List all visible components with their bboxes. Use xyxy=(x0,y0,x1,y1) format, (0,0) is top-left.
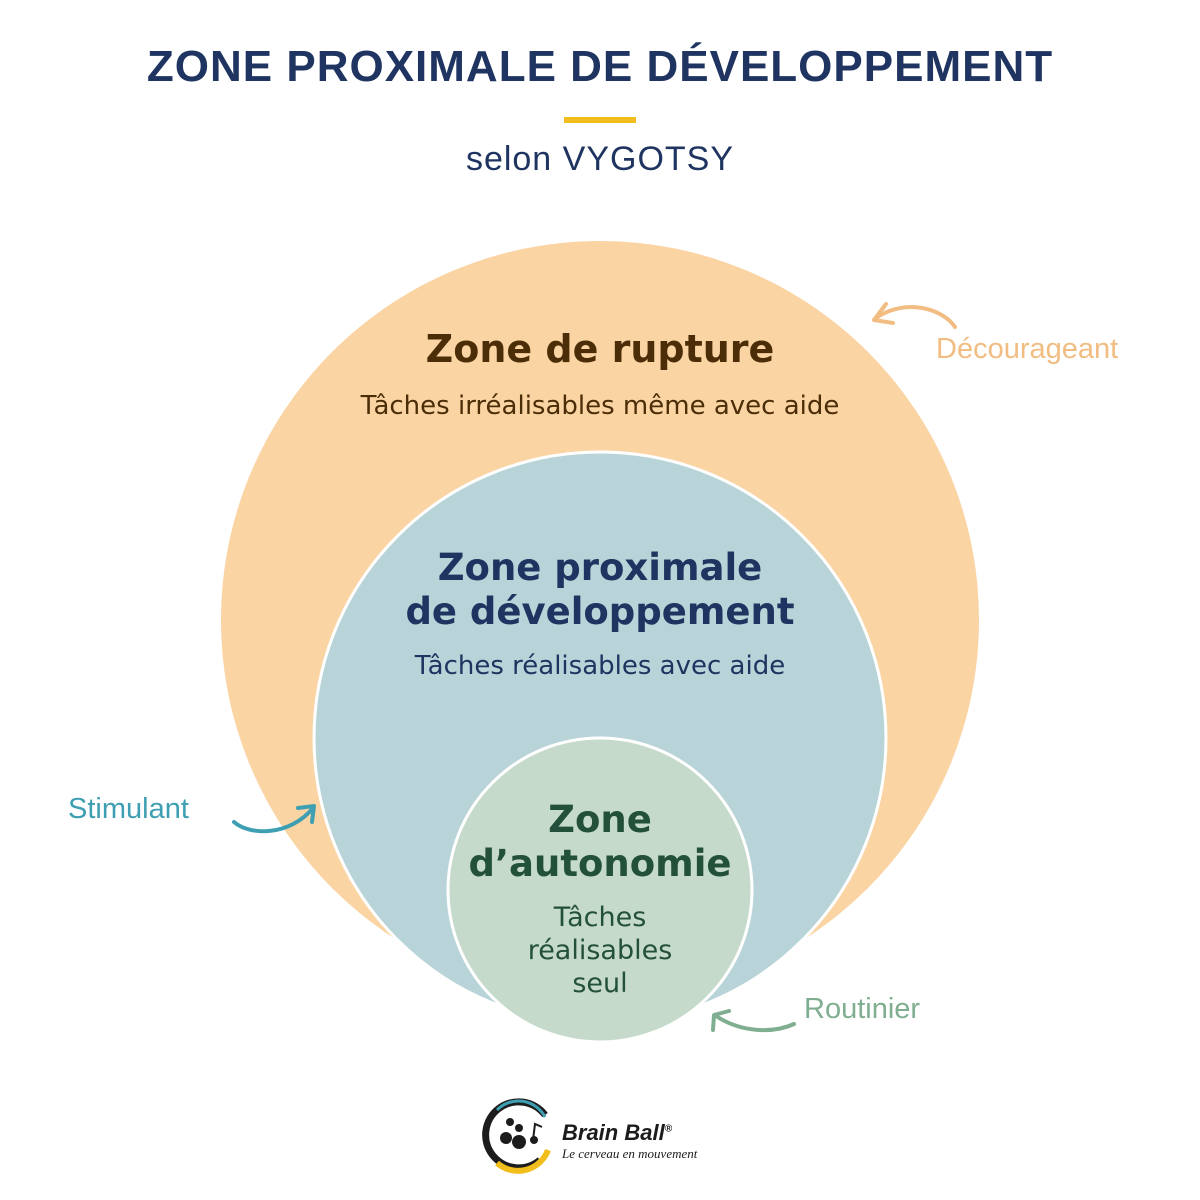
zone-autonomie-description-line3: seul xyxy=(572,967,628,999)
zone-autonomie-description-line2: réalisables xyxy=(527,934,673,966)
zone-proximale-description: Tâches réalisables avec aide xyxy=(414,651,786,681)
zone-autonomie-title-line1: Zone xyxy=(548,798,652,841)
zone-proximale-title-line1: Zone proximale xyxy=(437,546,763,589)
zone-proximale-title-line2: de développement xyxy=(405,590,795,634)
routinier-arrow-icon xyxy=(711,1009,796,1033)
stimulant-label: Stimulant xyxy=(68,793,189,825)
zone-autonomie-description: Tâches réalisables seul xyxy=(480,902,720,1001)
zone-rupture-title: Zone de rupture xyxy=(425,327,775,371)
zone-autonomie-circle xyxy=(446,736,754,1044)
brain-ball-logo-icon xyxy=(482,1098,551,1174)
zone-autonomie-title: Zone d’autonomie xyxy=(450,798,750,887)
zone-autonomie-description-line1: Tâches xyxy=(553,902,647,933)
logo-name: Brain Ball® xyxy=(562,1120,672,1146)
title-underline xyxy=(564,117,636,123)
page-subtitle: selon VYGOTSY xyxy=(465,140,735,178)
page-title: ZONE PROXIMALE DE DÉVELOPPEMENT xyxy=(146,42,1054,91)
logo-registered-mark: ® xyxy=(664,1123,673,1135)
zone-autonomie-title-line2: d’autonomie xyxy=(468,842,732,886)
stimulant-arrow-icon xyxy=(232,804,316,834)
decourageant-label: Décourageant xyxy=(936,333,1119,365)
logo-name-text: Brain Ball xyxy=(562,1120,665,1145)
logo-tagline: Le cerveau en mouvement xyxy=(562,1146,698,1161)
zone-proximale-title: Zone proximale de développement xyxy=(330,546,870,635)
decourageant-arrow-icon xyxy=(872,302,957,329)
zone-rupture-description: Tâches irréalisables même avec aide xyxy=(360,391,840,421)
routinier-label: Routinier xyxy=(804,993,921,1025)
